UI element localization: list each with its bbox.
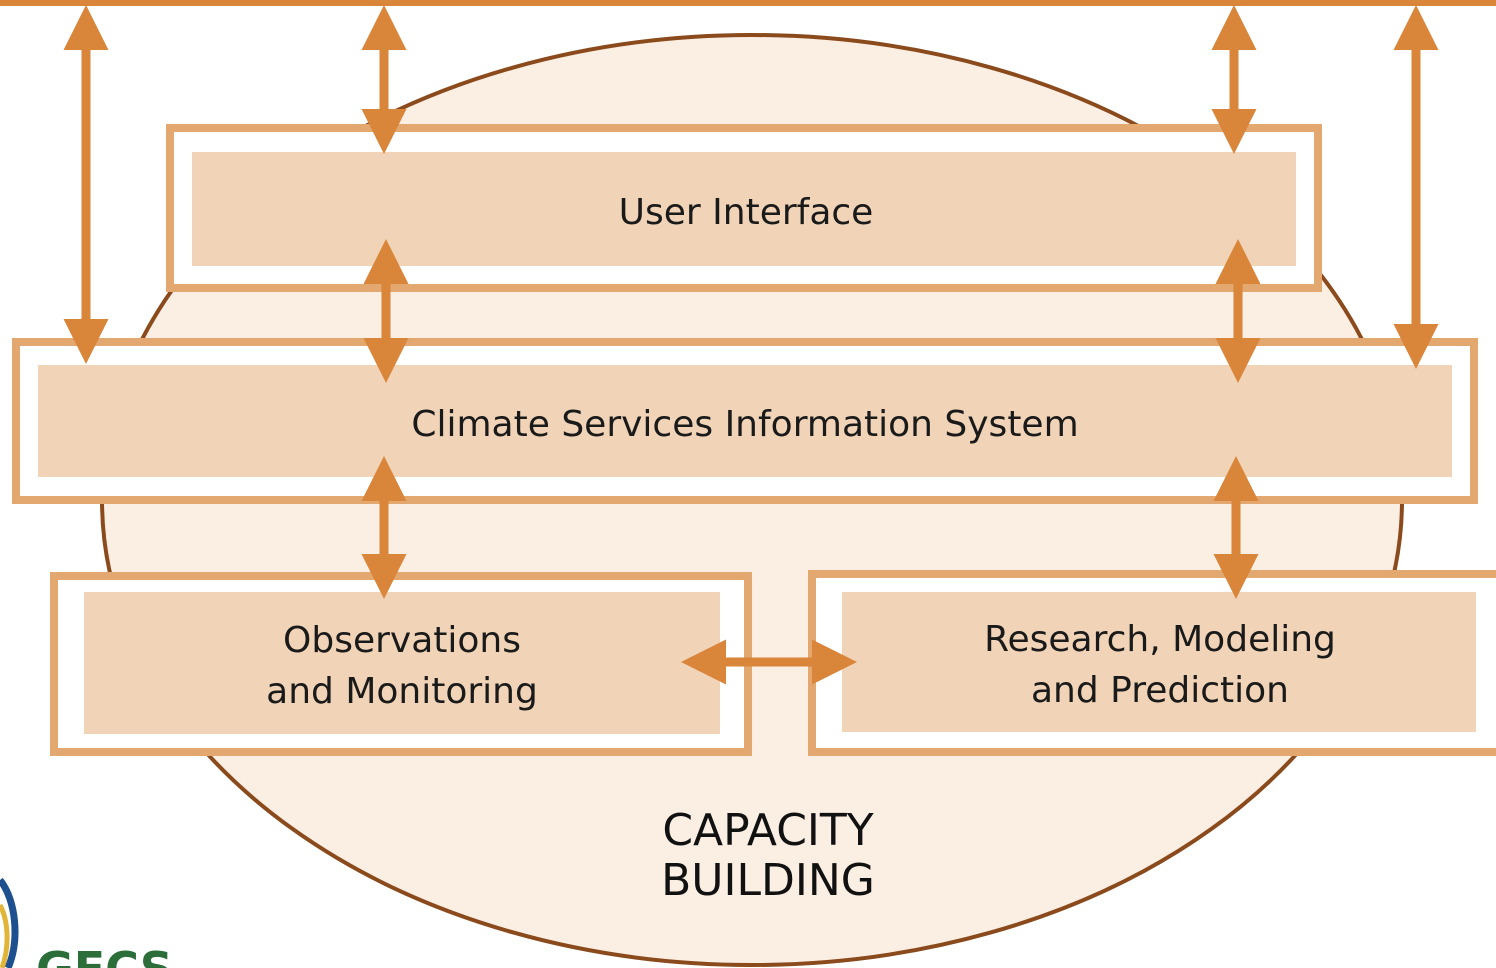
capacity-label-line1: CAPACITY (662, 805, 873, 856)
research-label-line1: Research, Modeling (984, 619, 1336, 660)
capacity-label-line2: BUILDING (661, 855, 875, 906)
observations-label-line2: and Monitoring (266, 671, 538, 712)
observations-box: Observations and Monitoring (50, 572, 752, 756)
csis-label: Climate Services Information System (411, 404, 1078, 445)
observations-label-line1: Observations (283, 620, 521, 661)
user-interface-box: User Interface (166, 124, 1322, 292)
research-box: Research, Modeling and Prediction (808, 570, 1496, 756)
user-interface-label: User Interface (619, 192, 874, 233)
logo-swoosh-icon (0, 877, 19, 968)
gfcs-logo-text: GFCS (36, 942, 173, 968)
gfcs-logo: GFCS (0, 877, 173, 968)
research-label-line2: and Prediction (1031, 670, 1289, 711)
arrows (63, 5, 1439, 685)
csis-box: Climate Services Information System (12, 338, 1478, 504)
